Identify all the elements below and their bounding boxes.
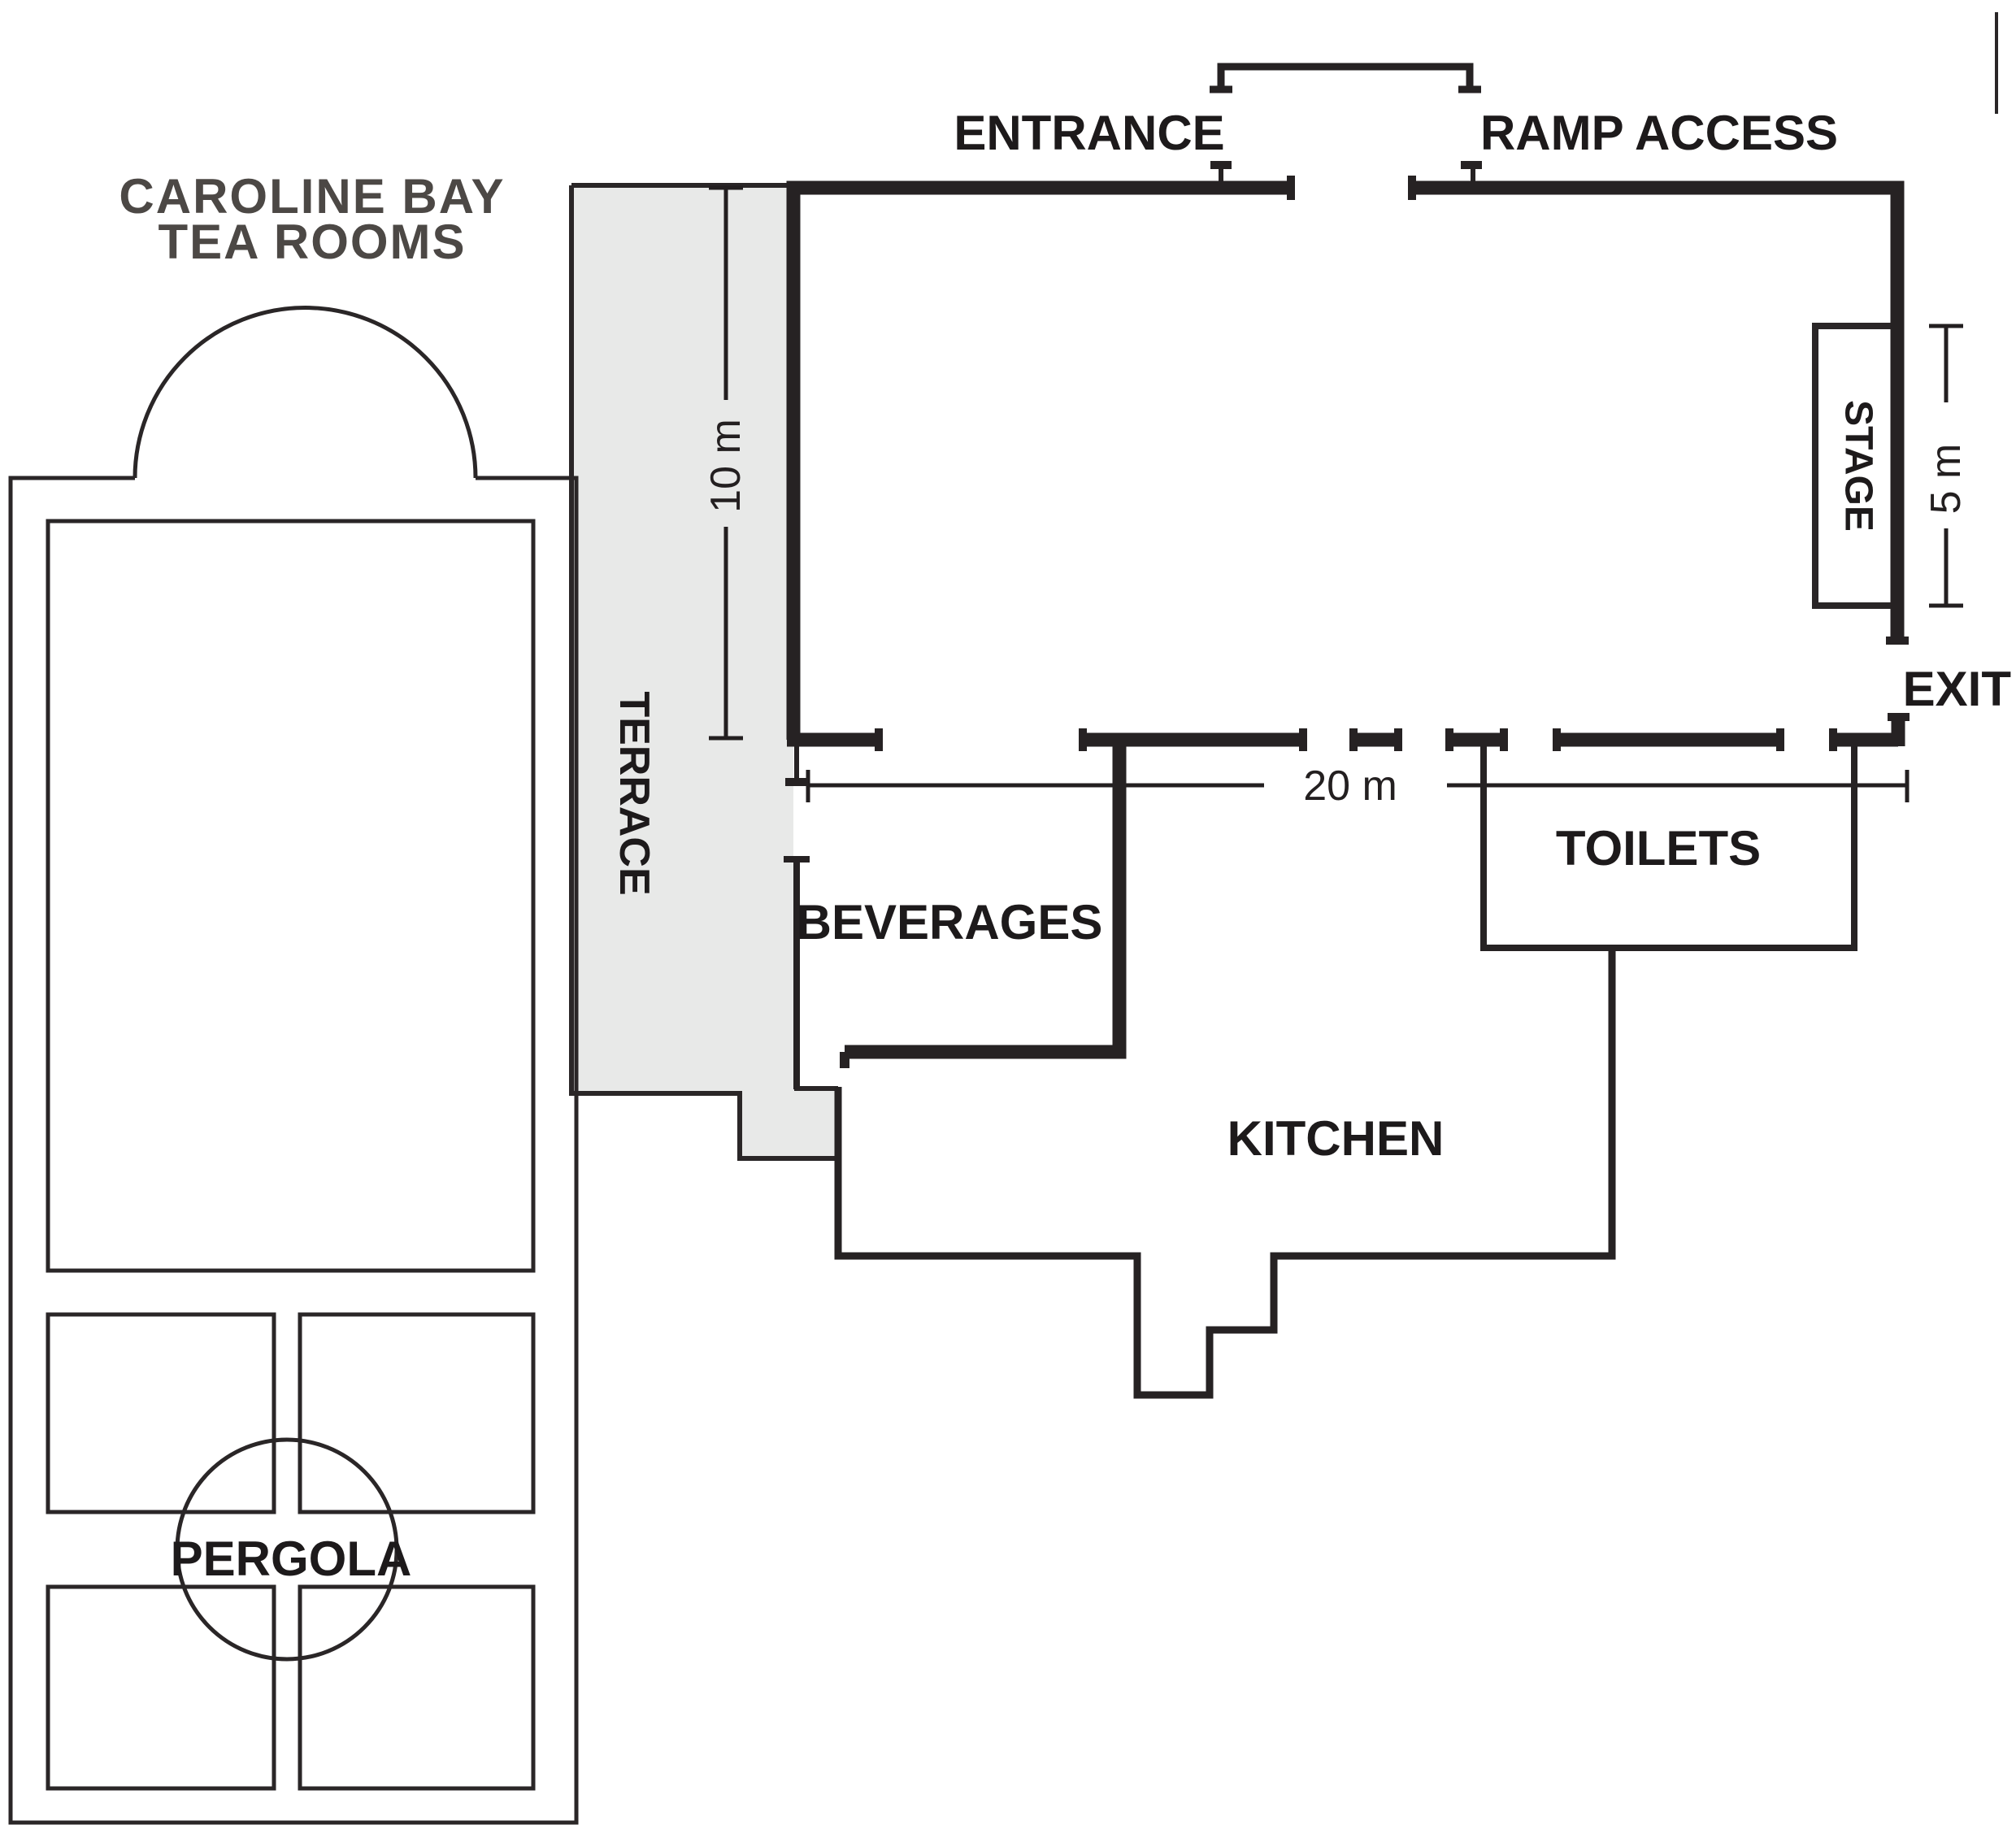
pergola-bed-bottom-right (298, 1584, 536, 1791)
pergola-circle (175, 1437, 399, 1662)
beverages-label: BEVERAGES (797, 895, 1103, 949)
dim-line-10m (709, 185, 743, 741)
ramp-access-label: RAMP ACCESS (1480, 106, 1838, 160)
dimension-hall-width (806, 770, 1910, 802)
tea-rooms-outer-outline (8, 476, 579, 1825)
beverages-thick-walls (845, 740, 1127, 1059)
toilets-label: TOILETS (1556, 821, 1761, 876)
entrance-label: ENTRANCE (954, 106, 1224, 160)
hall-left-and-top-wall (786, 180, 1288, 740)
ramp-porch-outline (1210, 63, 1481, 93)
pergola-label: PERGOLA (171, 1532, 412, 1586)
wall-end-caps (875, 176, 1910, 751)
terrace-area (571, 185, 838, 1158)
terrace-outline (569, 183, 838, 1161)
stage-label: STAGE (1837, 400, 1880, 532)
dim-5m-label: 5 m (1923, 444, 1970, 515)
door-post-stems (794, 165, 1475, 779)
dim-line-20m (806, 770, 1910, 802)
title-line2: TEA ROOMS (158, 215, 466, 269)
door-post-caps (785, 161, 1482, 786)
kitchen-label: KITCHEN (1227, 1111, 1445, 1166)
toilets-walls (1480, 746, 1857, 951)
dim-20m-label: 20 m (1303, 763, 1397, 810)
pergola-bed-top-left (46, 1312, 276, 1514)
pergola-garden-beds (46, 1312, 536, 1791)
title-line1: CAROLINE BAY (119, 169, 505, 224)
dim-line-5m (1929, 324, 1963, 608)
beverages-left-wall (784, 856, 810, 1089)
dimension-terrace-depth (709, 185, 743, 741)
dim-10m-label: 10 m (702, 419, 749, 513)
terrace-label: TERRACE (610, 691, 658, 895)
tea-rooms-inner-room (46, 519, 536, 1273)
hall-top-right-and-right-wall (1412, 180, 1905, 637)
exit-label: EXIT (1903, 662, 2011, 716)
entrance-door-posts (785, 161, 1482, 786)
pergola-bed-bottom-left (46, 1584, 276, 1791)
pergola-bed-top-right (298, 1312, 536, 1514)
kitchen-outline (834, 948, 1616, 1399)
hall-bottom-wall-segments (787, 714, 1905, 747)
dimension-stage-length (1929, 324, 1963, 608)
tea-rooms-arch (133, 306, 478, 479)
